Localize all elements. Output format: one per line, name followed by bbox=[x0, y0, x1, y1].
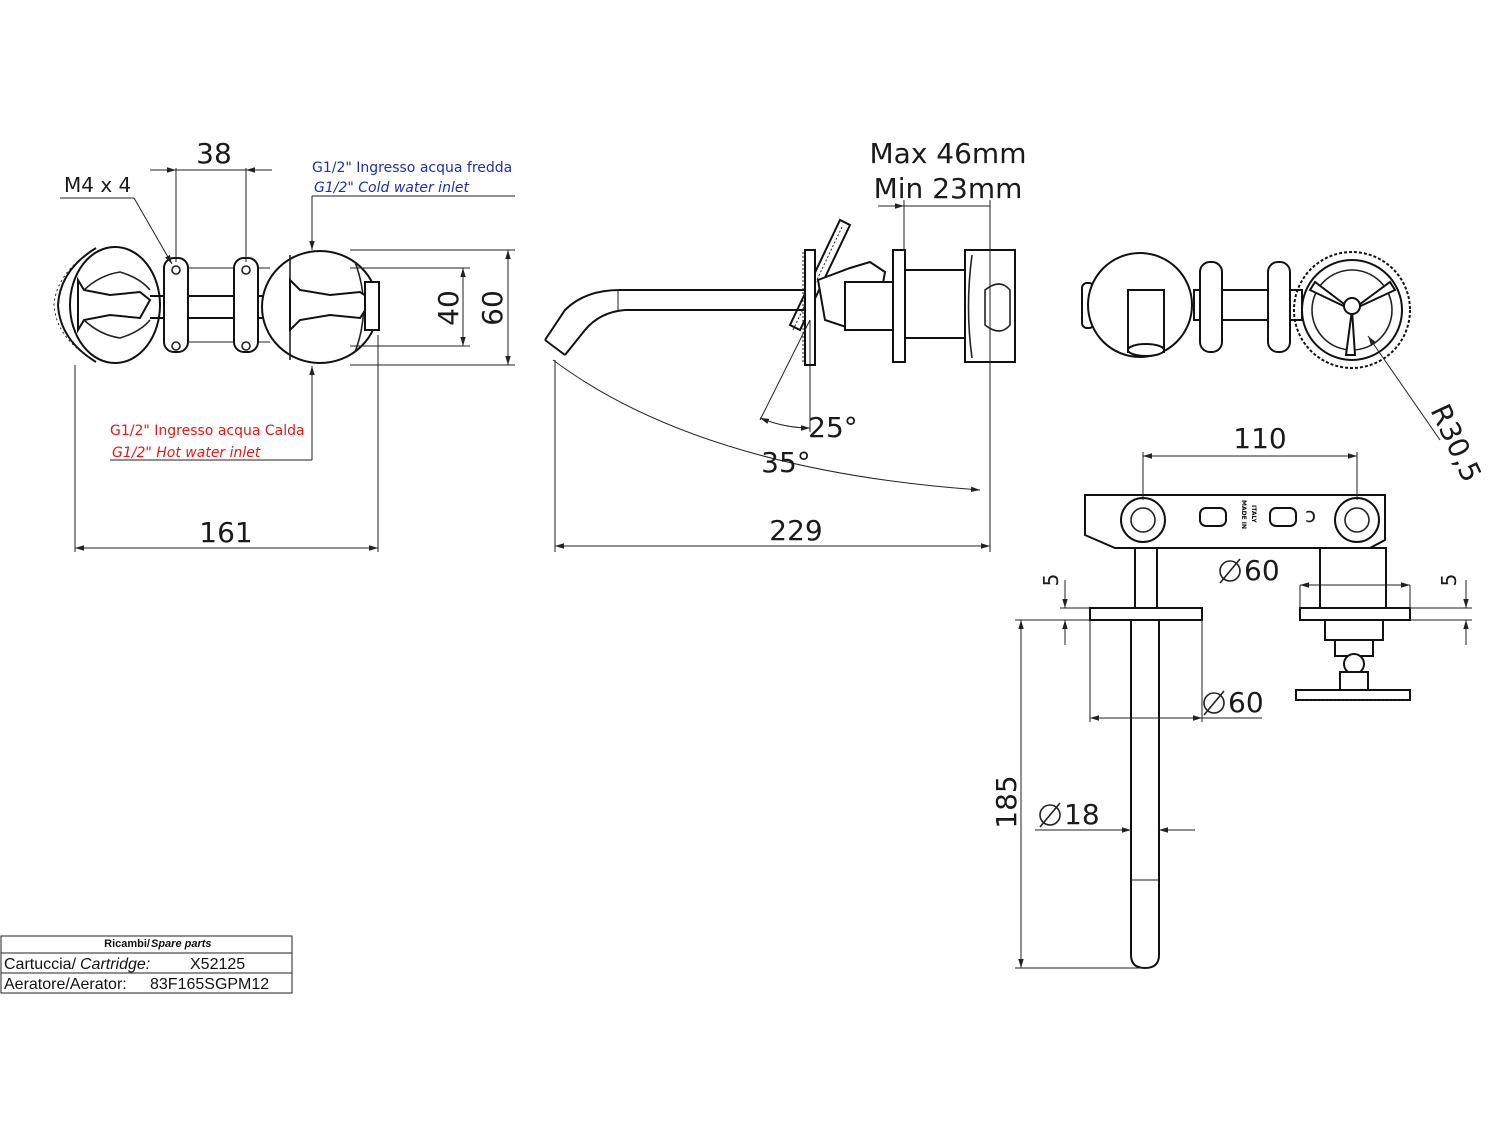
dim-35-label: 35° bbox=[761, 446, 811, 479]
dim-161-label: 161 bbox=[199, 516, 252, 549]
dim-dia18-label: 18 bbox=[1064, 798, 1100, 831]
aerator-value: 83F165SGPM12 bbox=[150, 976, 269, 993]
dim-5-right-label: 5 bbox=[1437, 574, 1461, 587]
stamp-italy: ITALY bbox=[1250, 505, 1257, 523]
spare-parts-title-it: Ricambi/ bbox=[104, 938, 150, 950]
rear-view: R30,5 bbox=[1081, 251, 1488, 487]
dim-max-label: Max 46mm bbox=[870, 137, 1027, 170]
dim-min-label: Min 23mm bbox=[874, 172, 1023, 205]
dim-185-label: 185 bbox=[990, 775, 1023, 828]
stamp-c-mark: ↄ bbox=[1305, 503, 1316, 527]
cartridge-label-en: Cartridge: bbox=[80, 956, 150, 973]
hot-inlet-label-en: G1/2" Hot water inlet bbox=[112, 445, 261, 461]
left-valve-body bbox=[77, 271, 152, 339]
dim-5-left-label: 5 bbox=[1039, 574, 1063, 587]
front-view: 38 M4 x 4 G1/2" Ingresso acqua fredda G1… bbox=[53, 137, 515, 552]
dim-dia60-lower-label: 60 bbox=[1228, 686, 1264, 719]
mounting-bracket-left bbox=[163, 257, 189, 353]
knurled-wheel-face bbox=[1293, 251, 1411, 369]
left-handle-wheel bbox=[53, 246, 161, 364]
dim-40-label: 40 bbox=[432, 290, 465, 326]
plan-view: MADE IN ITALY ↄ 110 5 5 bbox=[990, 422, 1472, 970]
stamp-made-in: MADE IN bbox=[1240, 500, 1247, 529]
dim-60-label: 60 bbox=[476, 290, 509, 326]
cold-inlet-label-it: G1/2" Ingresso acqua fredda bbox=[312, 160, 512, 176]
mounting-bracket-right bbox=[233, 257, 259, 353]
spout-top bbox=[544, 289, 812, 341]
dim-r30-5-label: R30,5 bbox=[1424, 399, 1488, 487]
cold-inlet-label-en: G1/2" Cold water inlet bbox=[314, 180, 469, 196]
right-valve-body bbox=[261, 250, 380, 364]
dim-229-label: 229 bbox=[769, 514, 822, 547]
cartridge-label-it: Cartuccia/ bbox=[4, 956, 77, 973]
hot-inlet-label-it: G1/2" Ingresso acqua Calda bbox=[110, 423, 305, 439]
spare-parts-title-en: Spare parts bbox=[151, 938, 212, 950]
dim-dia60-upper-label: 60 bbox=[1244, 554, 1280, 587]
side-view: Max 46mm Min 23mm 25° 35° 229 bbox=[544, 137, 1027, 552]
aerator-label: Aeratore/Aerator: bbox=[4, 976, 127, 993]
cartridge-value: X52125 bbox=[190, 956, 245, 973]
spare-parts-table: Ricambi/ Spare parts Cartuccia/ Cartridg… bbox=[0, 935, 293, 994]
dim-m4x4-label: M4 x 4 bbox=[64, 173, 131, 197]
dim-38-label: 38 bbox=[196, 137, 232, 170]
dim-25-label: 25° bbox=[808, 411, 858, 444]
dim-110-label: 110 bbox=[1233, 422, 1286, 455]
